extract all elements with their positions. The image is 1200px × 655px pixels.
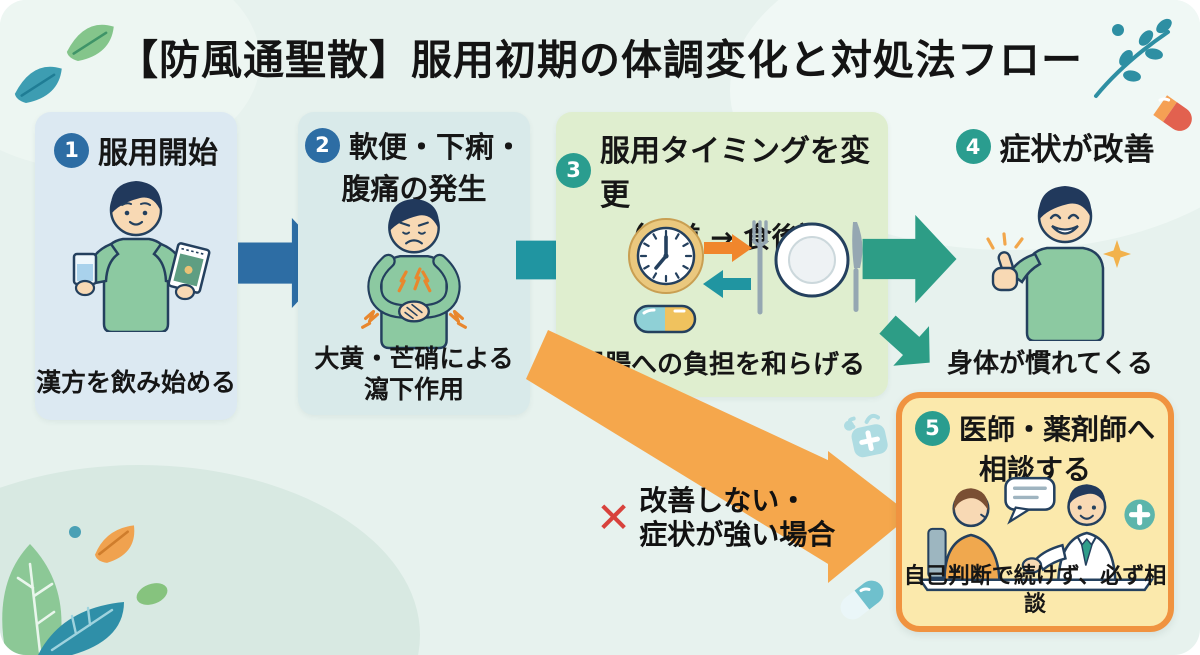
step5-header: 5 医師・薬剤師へ — [902, 408, 1168, 448]
step5-label-line1: 医師・薬剤師へ — [958, 413, 1155, 446]
branch-decoration-top-right — [1094, 18, 1172, 98]
step3-label: 服用タイミングを変更 — [600, 134, 870, 213]
branch-label-lines: 改善しない・ 症状が強い場合 — [639, 484, 835, 552]
step2-label-line1: 軟便・下痢・ — [348, 130, 523, 164]
step3-header: 3 服用タイミングを変更 — [556, 126, 888, 214]
right-arrow-icon — [704, 234, 752, 262]
flow-arrow-step3-to-step4 — [862, 214, 957, 304]
step3-box: 3 服用タイミングを変更 （食前 → 食後） — [556, 112, 888, 397]
branch-icon — [1094, 18, 1172, 98]
doctor-tie — [1080, 537, 1093, 566]
capsule-decoration-bottom — [840, 580, 884, 620]
doctor-hand — [1021, 557, 1043, 574]
plate-icon — [774, 222, 850, 298]
leaf-icon — [14, 66, 62, 104]
leaf-icon — [94, 525, 135, 563]
plus-icon — [1124, 499, 1155, 530]
flow-arrow-step4-to-step5 — [879, 315, 930, 366]
step1-caption: 漢方を飲み始める — [35, 367, 236, 397]
step2-box: 2 軟便・下痢・ 腹痛の発生 — [298, 112, 530, 415]
chair — [927, 527, 947, 579]
medicine-packet-icon — [167, 242, 211, 294]
step2-number-badge: 2 — [304, 127, 340, 163]
step2-caption-line2: 瀉下作用 — [363, 374, 464, 404]
desk — [917, 578, 1155, 592]
step4-label: 症状が改善 — [999, 132, 1155, 168]
step1-box: 1 服用開始 漢方を飲み始める — [35, 112, 237, 420]
branch-arrow-not-improving — [526, 330, 911, 583]
leaf-icon — [2, 544, 62, 655]
sparkle-icon — [1103, 240, 1131, 268]
pill-capsule-icon — [1148, 93, 1192, 131]
stethoscope-icon — [844, 413, 888, 458]
person-starting-medicine-illustration — [72, 181, 211, 332]
emphasis-lines — [986, 232, 1024, 250]
page-title: 【防風通聖散】服用初期の体調変化と対処法フロー — [117, 36, 1083, 84]
step5-caption: 自己判断で続けず、必ず相談 — [903, 564, 1167, 617]
clasped-hands — [398, 300, 430, 323]
meal-plate-icon — [751, 220, 863, 315]
step4-header: 4 症状が改善 — [938, 124, 1172, 169]
doctor-consultation-illustration — [917, 476, 1155, 592]
clock-icon — [628, 218, 704, 294]
step2-caption-line1: 大黄・芒硝による — [314, 343, 514, 373]
pain-flash-icons — [361, 267, 467, 329]
left-arrow-icon — [703, 270, 751, 298]
fist — [991, 266, 1019, 292]
step2-caption: 大黄・芒硝による 瀉下作用 — [298, 343, 530, 406]
speech-bubble-icon — [1004, 476, 1056, 525]
step5-number-badge: 5 — [914, 410, 950, 446]
branch-label-line1: 改善しない・ — [639, 484, 808, 517]
step4-caption: 身体が慣れてくる — [947, 349, 1153, 379]
branch-label-line2: 症状が強い場合 — [639, 518, 836, 552]
step2-header: 2 軟便・下痢・ — [298, 124, 530, 166]
person-improved-thumbs-up-illustration — [986, 186, 1131, 341]
step1-header: 1 服用開始 — [35, 128, 237, 172]
pill-capsule-icon — [633, 304, 697, 334]
step1-number-badge: 1 — [54, 132, 89, 168]
branch-arrow-label: ✕ 改善しない・ 症状が強い場合 — [596, 484, 846, 552]
capsule-decoration-top-right — [1148, 93, 1192, 131]
water-glass-icon — [72, 252, 98, 286]
knife-icon — [852, 222, 863, 312]
cross-mark-icon: ✕ — [596, 493, 632, 543]
person-stomach-pain-illustration — [361, 198, 467, 350]
fork-icon — [751, 220, 769, 315]
leaf-decoration-top-left — [14, 24, 114, 104]
step3-number-badge: 3 — [556, 152, 591, 188]
step5-box: 5 医師・薬剤師へ 相談する — [896, 392, 1174, 632]
leaf-icon — [136, 583, 168, 605]
dot-icon — [1112, 24, 1124, 36]
leaf-decoration-bottom-left — [2, 525, 168, 655]
dot-icon — [69, 526, 81, 538]
step4-number-badge: 4 — [955, 129, 991, 164]
leaf-icon — [66, 24, 114, 62]
step1-label: 服用開始 — [98, 136, 218, 171]
patient-body — [943, 533, 1001, 581]
leaf-icon — [38, 602, 124, 655]
pill-capsule-icon — [840, 580, 884, 620]
